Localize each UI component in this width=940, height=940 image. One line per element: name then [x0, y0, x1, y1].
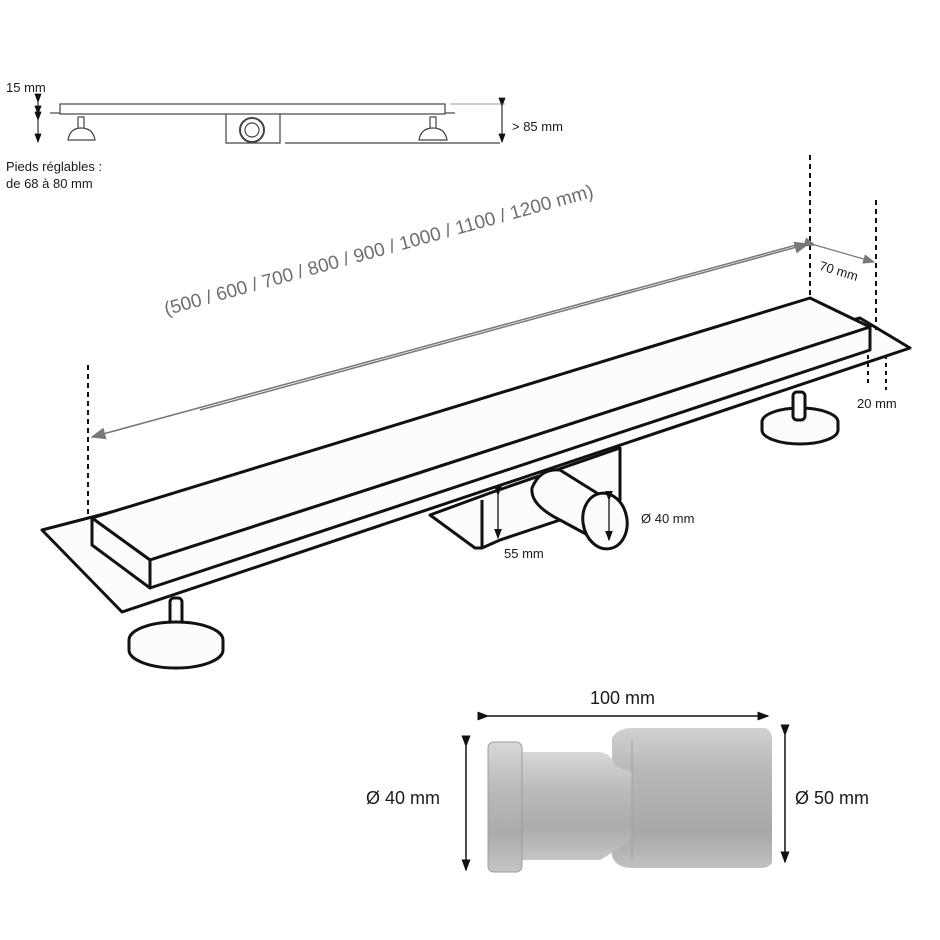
flange-label: 20 mm — [857, 396, 897, 411]
outlet-height-label: 55 mm — [504, 546, 544, 561]
grate-height-label: 15 mm — [6, 80, 46, 95]
adapter-large-diameter-label: Ø 50 mm — [795, 788, 870, 808]
adapter-length-label: 100 mm — [590, 688, 656, 708]
feet-label-line1: Pieds réglables : — [6, 159, 103, 174]
feet-label-line2: de 68 à 80 mm — [6, 176, 93, 191]
adapter-small-diameter-label: Ø 40 mm — [366, 788, 441, 808]
dimension-lines — [87, 155, 887, 515]
total-height-label: > 85 mm — [512, 119, 563, 134]
side-view — [34, 93, 506, 144]
drain-body — [40, 296, 912, 670]
pipe-adapter — [487, 728, 772, 873]
outlet-diameter-label: Ø 40 mm — [641, 511, 695, 526]
